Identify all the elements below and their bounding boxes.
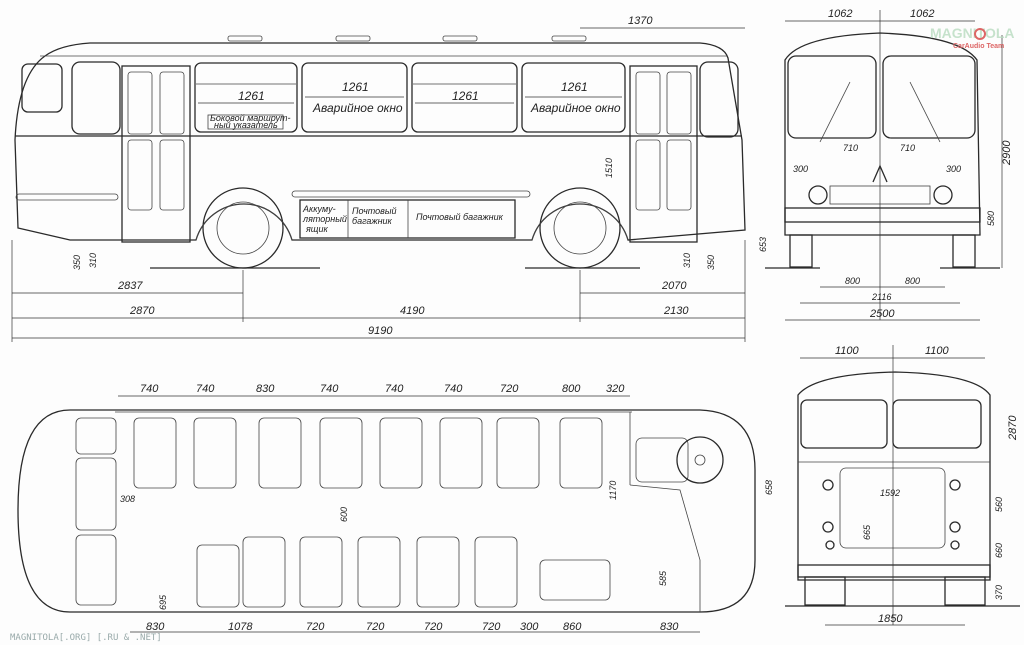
height-1510: 1510 bbox=[604, 158, 614, 178]
plan-top-dim-9: 320 bbox=[606, 383, 625, 395]
track-2116: 2116 bbox=[871, 292, 891, 302]
plan-bottom-dim-9: 830 bbox=[660, 621, 679, 633]
mail-box-small-label-1: Почтовый bbox=[352, 206, 397, 216]
plan-top-dim-4: 740 bbox=[320, 383, 339, 395]
front-top-1062-right: 1062 bbox=[910, 8, 934, 20]
right-height-310: 310 bbox=[682, 253, 692, 268]
route-sign-label-2: ный указатель bbox=[214, 120, 278, 130]
battery-box-label-3: ящик bbox=[305, 224, 328, 234]
plan-bottom-dim-6: 720 bbox=[482, 621, 501, 633]
rear-top-1100-left: 1100 bbox=[835, 345, 860, 357]
plan-top-dim-6: 740 bbox=[444, 383, 463, 395]
dim-308: 308 bbox=[120, 494, 135, 504]
plan-top-dim-7: 720 bbox=[500, 383, 519, 395]
logo-ring-icon bbox=[974, 28, 986, 40]
battery-box-label-2: ляторный bbox=[302, 214, 347, 224]
plan-top-dim-5: 740 bbox=[385, 383, 404, 395]
dim-1170: 1170 bbox=[608, 481, 618, 500]
dim-9190: 9190 bbox=[368, 325, 393, 337]
battery-box-label-1: Аккуму- bbox=[302, 204, 336, 214]
dim-1370: 1370 bbox=[628, 15, 653, 27]
plan-bottom-dim-8: 860 bbox=[563, 621, 582, 633]
plan-bottom-dim-7: 300 bbox=[520, 621, 539, 633]
window-width-3: 1261 bbox=[452, 89, 479, 103]
dim-4190: 4190 bbox=[400, 305, 425, 317]
rear-track-1850: 1850 bbox=[878, 613, 903, 625]
dim-2130: 2130 bbox=[663, 305, 689, 317]
plan-top-dim-3: 830 bbox=[256, 383, 275, 395]
front-height-2900: 2900 bbox=[1001, 140, 1013, 166]
plan-bottom-dim-3: 720 bbox=[306, 621, 325, 633]
emergency-window-label-2: Аварийное окно bbox=[530, 101, 621, 115]
rear-height-2870: 2870 bbox=[1007, 415, 1019, 441]
width-2500: 2500 bbox=[869, 308, 895, 320]
left-height-350: 350 bbox=[72, 255, 82, 270]
dim-658: 658 bbox=[764, 480, 774, 495]
rear-560: 560 bbox=[994, 497, 1004, 512]
mail-box-large-label: Почтовый багажник bbox=[416, 212, 504, 222]
right-height-350: 350 bbox=[706, 255, 716, 270]
rear-370: 370 bbox=[994, 585, 1004, 600]
wiper-710-right: 710 bbox=[900, 143, 915, 153]
plan-top-dim-2: 740 bbox=[196, 383, 215, 395]
dim-600: 600 bbox=[339, 507, 349, 522]
plan-bottom-dim-2: 1078 bbox=[228, 621, 253, 633]
window-width-1: 1261 bbox=[238, 89, 265, 103]
light-300-right: 300 bbox=[946, 164, 961, 174]
light-300-left: 300 bbox=[793, 164, 808, 174]
dim-585: 585 bbox=[658, 570, 668, 586]
logo-subtitle: CarAudio Team bbox=[953, 43, 1004, 50]
rear-top-1100-right: 1100 bbox=[925, 345, 950, 357]
emergency-window-label-1: Аварийное окно bbox=[312, 101, 403, 115]
plan-view: 740 740 830 740 740 740 720 800 320 830 … bbox=[17, 383, 774, 633]
rear-view: 1100 1100 2870 1592 560 660 370 665 1850 bbox=[785, 345, 1020, 626]
mail-box-small-label-2: багажник bbox=[352, 216, 393, 226]
left-height-310: 310 bbox=[88, 253, 98, 268]
logo-watermark: MAGNITOLA bbox=[930, 25, 1015, 41]
side-view: 1261 1261 1261 1261 Аварийное окно Авари… bbox=[11, 15, 746, 342]
dim-695: 695 bbox=[158, 594, 168, 610]
plan-top-dim-1: 740 bbox=[140, 383, 159, 395]
track-800-left: 800 bbox=[845, 276, 860, 286]
wiper-710-left: 710 bbox=[843, 143, 858, 153]
front-view: 1062 1062 2900 710 710 300 300 580 653 8… bbox=[758, 8, 1013, 321]
site-watermark: MAGNITOLA[.ORG] [.RU & .NET] bbox=[10, 633, 162, 643]
plan-bottom-dim-1: 830 bbox=[146, 621, 165, 633]
plan-bottom-dim-5: 720 bbox=[424, 621, 443, 633]
front-top-1062-left: 1062 bbox=[828, 8, 852, 20]
dim-2837: 2837 bbox=[117, 280, 143, 292]
window-width-4: 1261 bbox=[561, 80, 588, 94]
plan-bottom-dim-4: 720 bbox=[366, 621, 385, 633]
clearance-653: 653 bbox=[758, 237, 768, 252]
bumper-580: 580 bbox=[986, 211, 996, 226]
plate-width-1592: 1592 bbox=[880, 488, 900, 498]
dim-2870: 2870 bbox=[129, 305, 155, 317]
rear-660: 660 bbox=[994, 543, 1004, 558]
dim-2070: 2070 bbox=[661, 280, 687, 292]
track-800-right: 800 bbox=[905, 276, 920, 286]
window-width-2: 1261 bbox=[342, 80, 369, 94]
route-sign-label-1: Боковой маршрут- bbox=[210, 113, 290, 123]
plan-top-dim-8: 800 bbox=[562, 383, 581, 395]
rear-665: 665 bbox=[862, 524, 872, 540]
